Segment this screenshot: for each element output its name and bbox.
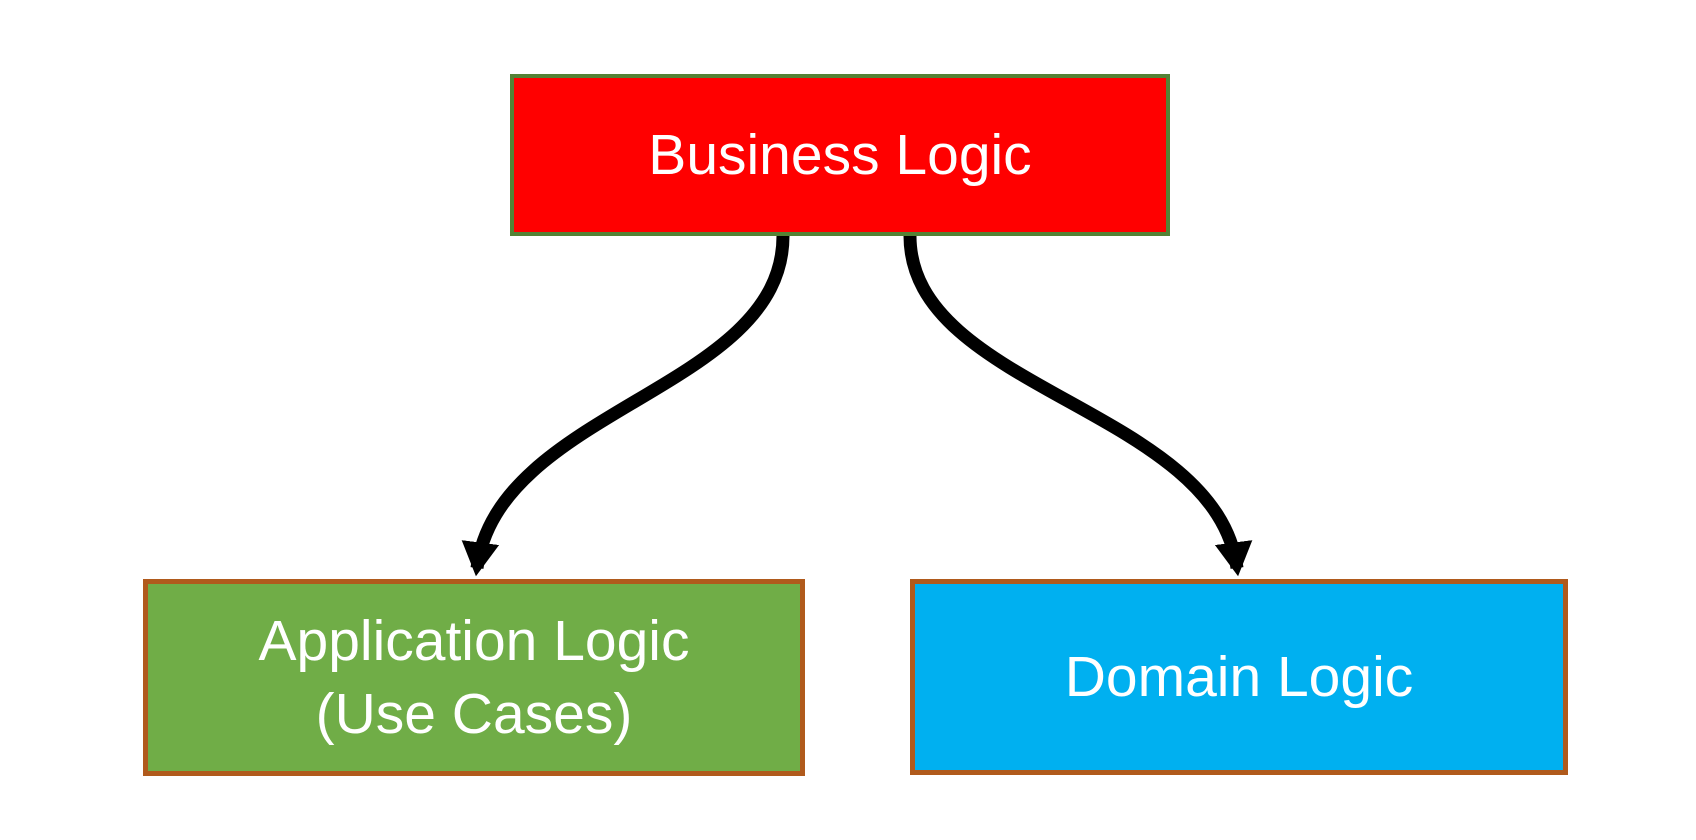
node-application-logic-label: Application Logic (258, 608, 690, 673)
edge-business-to-application (461, 235, 790, 577)
node-business-logic: Business Logic (510, 74, 1170, 236)
node-domain-logic-label: Domain Logic (1064, 644, 1414, 709)
node-business-logic-label: Business Logic (648, 122, 1032, 187)
node-application-logic: Application Logic (Use Cases) (143, 579, 805, 776)
node-application-logic-sublabel: (Use Cases) (315, 681, 633, 746)
node-domain-logic: Domain Logic (910, 579, 1568, 775)
edge-business-to-domain (903, 235, 1253, 577)
